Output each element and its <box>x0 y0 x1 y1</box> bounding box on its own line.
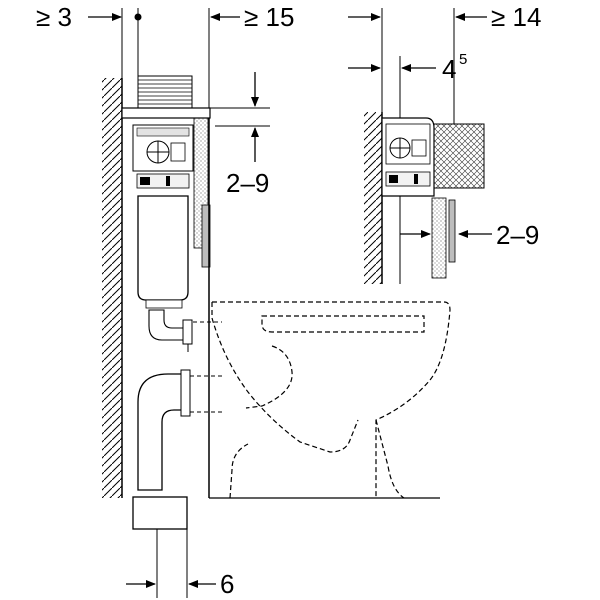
dim-detail-adjust-label: 2–9 <box>496 220 539 250</box>
cistern-tank <box>137 195 189 301</box>
flush-pipe <box>145 299 193 352</box>
cistern-valve-block <box>132 124 194 189</box>
dim-detail-depth-exponent: 5 <box>459 51 467 68</box>
wall-hatching <box>102 78 123 498</box>
frame-top-plate <box>121 107 211 119</box>
detail-insulation <box>433 123 485 189</box>
dim-wall-clearance: ≥ 3 <box>36 2 122 32</box>
dim-wall-clearance-label: ≥ 3 <box>36 2 72 32</box>
detail-side-panel <box>448 199 456 263</box>
detail-wall-hatching <box>364 112 383 284</box>
toilet-bowl-outline <box>211 301 451 499</box>
detail-front-board <box>431 197 447 279</box>
actuator-plate <box>137 75 193 109</box>
dim-front-clearance: ≥ 15 <box>210 2 294 32</box>
dim-detail-clearance-label: ≥ 14 <box>491 2 541 32</box>
connection-dashes <box>190 321 222 413</box>
drain-bend <box>132 369 191 530</box>
dim-detail-depth-label: 4 <box>442 54 456 84</box>
dim-adjust-main-label: 2–9 <box>226 168 269 198</box>
axis-marker-dot <box>134 13 142 21</box>
dim-bottom-label: 6 <box>220 569 234 599</box>
dim-front-clearance-label: ≥ 15 <box>244 2 294 32</box>
detail-housing <box>381 117 435 197</box>
side-panel <box>201 204 211 268</box>
